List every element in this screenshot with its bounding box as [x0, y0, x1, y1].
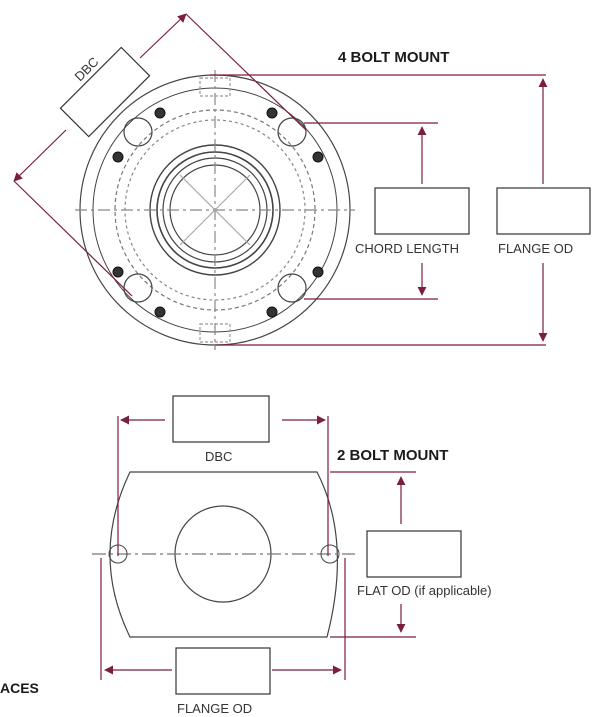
bolt-hole	[266, 107, 278, 119]
chord-length-label: CHORD LENGTH	[355, 241, 459, 256]
two-bolt-dbc-label: DBC	[205, 449, 232, 464]
bolt-hole	[312, 151, 324, 163]
two-bolt-dbc-box	[172, 395, 270, 443]
flat-od-box	[366, 530, 462, 578]
chord-length-box	[374, 187, 470, 235]
bolt-hole	[154, 107, 166, 119]
two-bolt-dimensions	[100, 415, 416, 680]
two-bolt-flange-drawing	[92, 471, 355, 638]
two-bolt-flange-od-label: FLANGE OD	[177, 701, 252, 716]
four-bolt-dbc-box	[59, 46, 151, 138]
four-bolt-flange-od-label: FLANGE OD	[498, 241, 573, 256]
four-bolt-flange-drawing	[75, 70, 355, 350]
bolt-hole	[154, 306, 166, 318]
two-bolt-title: 2 BOLT MOUNT	[337, 447, 448, 464]
bolt-hole	[320, 544, 340, 564]
dbc-extension-lower	[13, 180, 133, 297]
four-bolt-title: 4 BOLT MOUNT	[338, 49, 449, 66]
four-bolt-dimensions	[13, 13, 548, 346]
bolt-hole	[112, 266, 124, 278]
dbc-arrow-upper	[139, 13, 187, 59]
dbc-arrow-lower	[13, 129, 67, 182]
clipped-heading-fragment: ACES	[0, 680, 39, 696]
four-bolt-holes	[112, 107, 324, 318]
four-bolt-flange-od-box	[496, 187, 591, 235]
bolt-hole	[312, 266, 324, 278]
bolt-hole	[266, 306, 278, 318]
flat-od-label: FLAT OD (if applicable)	[357, 583, 492, 598]
two-bolt-flange-od-box	[175, 647, 271, 695]
dbc-extension-upper	[185, 13, 307, 131]
bolt-hole	[112, 151, 124, 163]
